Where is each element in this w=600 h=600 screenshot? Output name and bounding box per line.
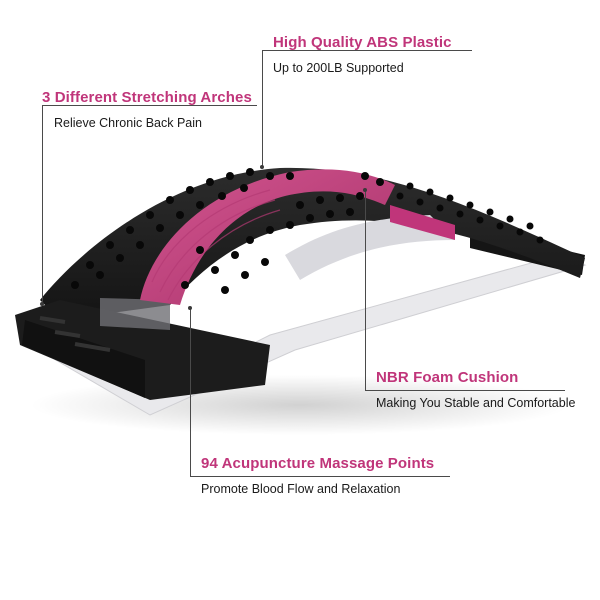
- cushion-ribs: [151, 189, 281, 301]
- feature-title: 94 Acupuncture Massage Points: [201, 455, 435, 472]
- leader-line-points-h: [190, 476, 450, 477]
- leader-line-arches: [42, 105, 43, 305]
- leader-line-foam-h: [365, 390, 565, 391]
- leader-line-abs: [262, 50, 263, 168]
- feature-arches: 3 Different Stretching Arches Relieve Ch…: [42, 89, 252, 130]
- pink-arch-cushion: [140, 169, 395, 305]
- pink-inner-tab: [390, 205, 455, 240]
- feature-desc: Making You Stable and Comfortable: [376, 396, 576, 410]
- leader-line-abs-h: [262, 50, 472, 51]
- leader-dot-abs: [260, 165, 264, 169]
- leader-line-arches-h: [42, 105, 257, 106]
- leader-line-foam: [365, 190, 366, 390]
- feature-foam: NBR Foam Cushion Making You Stable and C…: [376, 369, 575, 410]
- inner-support: [285, 215, 455, 280]
- leader-line-points: [190, 308, 191, 476]
- feature-desc: Up to 200LB Supported: [273, 61, 404, 75]
- front-face: [22, 320, 145, 398]
- feature-abs: High Quality ABS Plastic Up to 200LB Sup…: [273, 34, 452, 75]
- front-grooves: [39, 316, 111, 352]
- leader-dot-points: [188, 306, 192, 310]
- massage-points: [71, 168, 544, 294]
- feature-title: High Quality ABS Plastic: [273, 34, 452, 51]
- left-front-block: [15, 300, 270, 400]
- feature-points: 94 Acupuncture Massage Points Promote Bl…: [201, 455, 434, 496]
- feature-desc: Promote Blood Flow and Relaxation: [201, 482, 401, 496]
- grey-insert: [100, 298, 170, 330]
- leader-dot-arches: [40, 302, 44, 306]
- feature-title: NBR Foam Cushion: [376, 369, 519, 386]
- feature-title: 3 Different Stretching Arches: [42, 89, 252, 106]
- feature-desc: Relieve Chronic Back Pain: [54, 116, 202, 130]
- leader-dot-foam: [363, 188, 367, 192]
